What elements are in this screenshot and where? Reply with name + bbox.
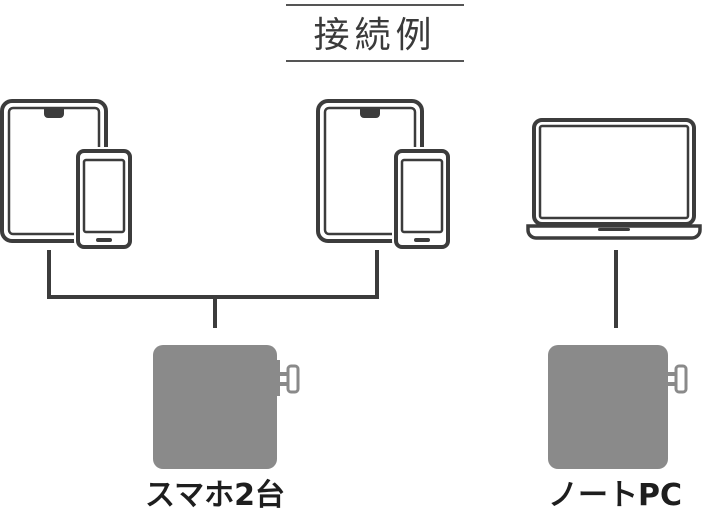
smartphone-icon-left xyxy=(74,147,134,251)
title-rule-top xyxy=(286,4,464,6)
label-laptop: ノートPC xyxy=(547,478,682,513)
cable-left-group xyxy=(47,250,379,328)
diagram-title: 接続例 xyxy=(313,15,437,56)
label-two-smartphones: スマホ2台 xyxy=(145,478,285,513)
laptop-icon xyxy=(526,118,702,240)
charger-icon-right xyxy=(548,345,688,469)
charger-icon-left xyxy=(153,345,300,469)
title-rule-bottom xyxy=(286,60,464,62)
smartphone-icon-right xyxy=(392,147,452,251)
